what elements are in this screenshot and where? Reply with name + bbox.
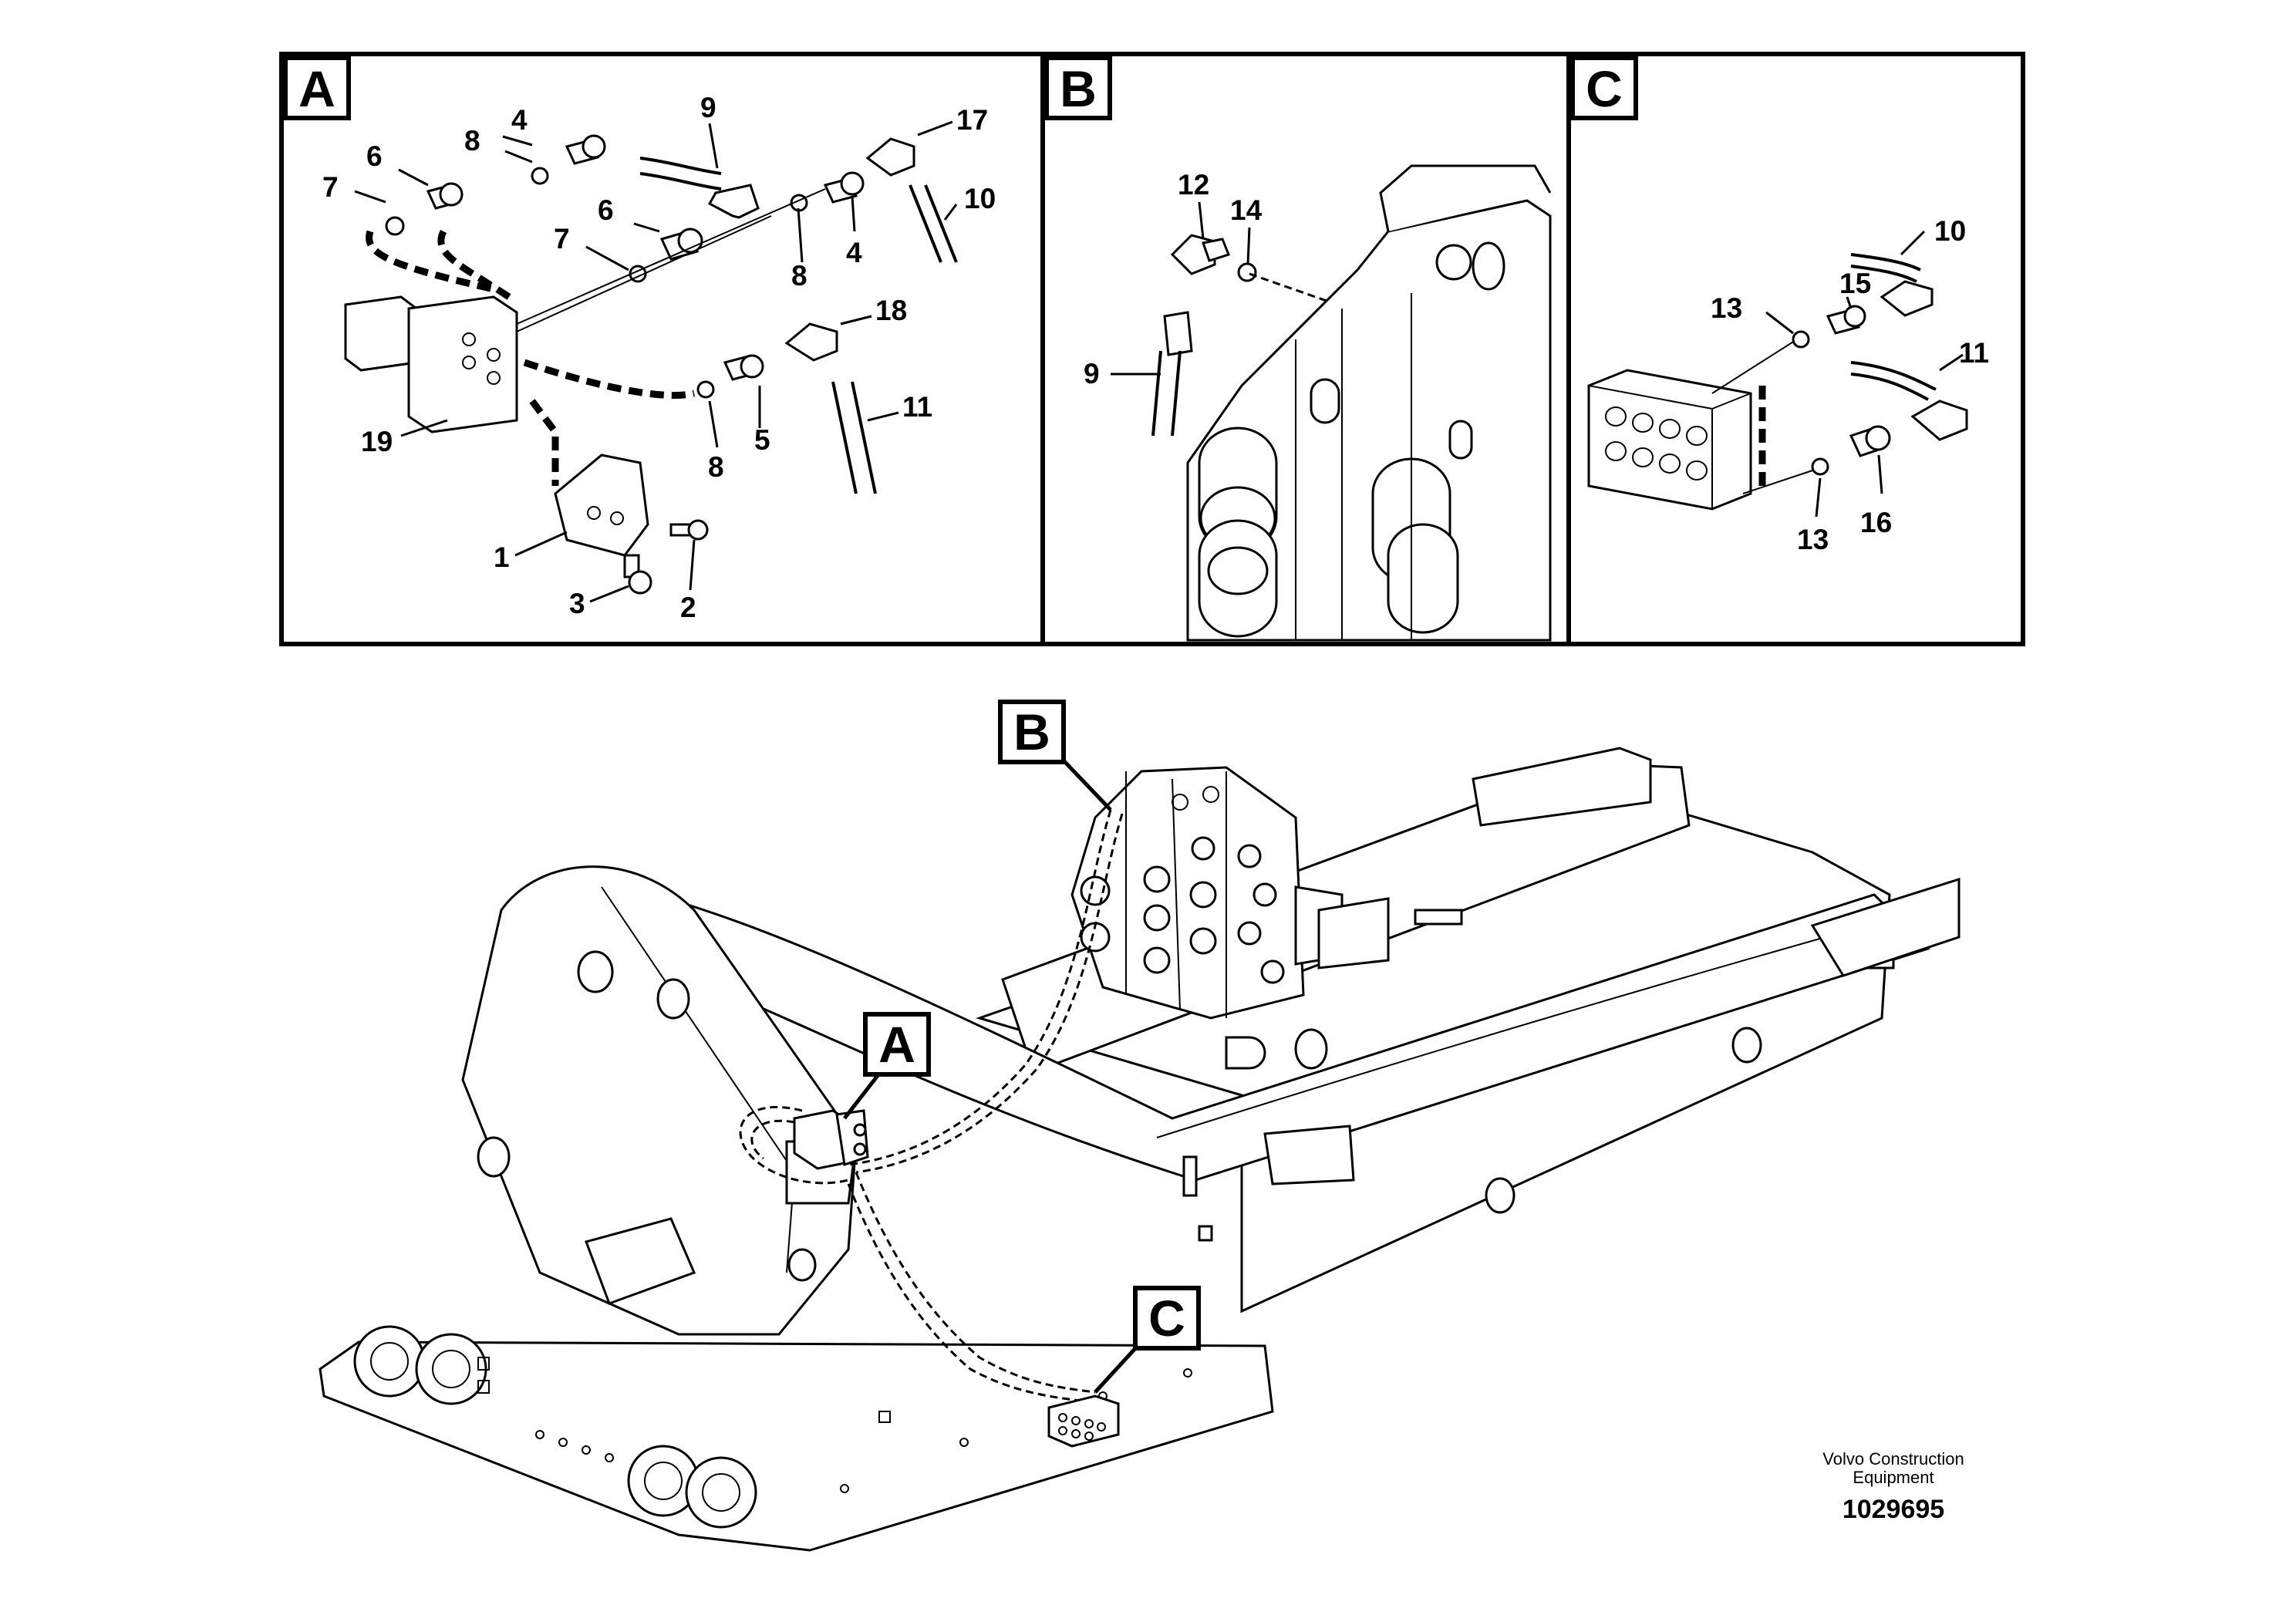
- callout-15: 15: [1839, 268, 1871, 299]
- panel-a-artwork: [344, 120, 958, 603]
- callout-10c: 10: [1934, 215, 1966, 247]
- callout-8c: 8: [708, 451, 724, 483]
- callout-1: 1: [494, 541, 510, 573]
- callout-3: 3: [569, 588, 585, 619]
- overview-tag-c: C: [1094, 1286, 1201, 1394]
- callout-8: 8: [464, 125, 480, 157]
- overview-tag-b: B: [998, 700, 1112, 811]
- solenoid-valve-overview: [793, 1109, 869, 1170]
- panel-c-tag: C: [1570, 56, 1638, 120]
- callout-2: 2: [680, 592, 696, 623]
- callout-7: 7: [322, 171, 339, 203]
- svg-text:A: A: [298, 60, 335, 117]
- panel-b-artwork: [1111, 164, 1552, 642]
- brand-line-2: Equipment: [1853, 1468, 1934, 1487]
- callout-4b: 4: [846, 237, 862, 268]
- detail-panels-frame: [279, 52, 2025, 646]
- svg-text:A: A: [878, 1016, 915, 1073]
- control-valve: [1070, 766, 1390, 1020]
- panel-b-callouts: 12 14 9: [1084, 169, 1263, 389]
- callout-6b: 6: [598, 194, 614, 226]
- panel-c-artwork: [1587, 230, 1968, 518]
- callout-14: 14: [1230, 194, 1263, 226]
- hose-routing: [739, 809, 1124, 1404]
- callout-19: 19: [361, 426, 393, 457]
- overview-tag-a: A: [843, 1012, 931, 1120]
- panel-a-tag: A: [283, 56, 351, 120]
- document-number: 1029695: [1842, 1495, 1945, 1524]
- callout-5: 5: [754, 424, 770, 456]
- callout-12: 12: [1178, 169, 1209, 201]
- callout-18: 18: [875, 295, 907, 326]
- brand-line-1: Volvo Construction: [1822, 1449, 1964, 1469]
- callout-6: 6: [366, 140, 383, 172]
- callout-17: 17: [956, 104, 988, 136]
- brand-block: Volvo Construction Equipment 1029695: [1805, 1450, 1982, 1525]
- svg-text:B: B: [1013, 703, 1050, 760]
- callout-9: 9: [700, 92, 716, 123]
- svg-text:C: C: [1586, 60, 1623, 117]
- svg-text:C: C: [1148, 1290, 1185, 1347]
- panel-c-callouts: 10 15 13 11 13 16: [1711, 215, 1989, 555]
- callout-16: 16: [1860, 507, 1892, 538]
- callout-7b: 7: [554, 223, 570, 255]
- svg-text:B: B: [1060, 60, 1097, 117]
- callout-11c: 11: [1959, 337, 1989, 369]
- callout-9b: 9: [1084, 358, 1100, 389]
- callout-11: 11: [902, 391, 932, 423]
- distribution-block-overview: [1047, 1394, 1120, 1448]
- callout-8b: 8: [791, 260, 807, 292]
- panel-a-callouts: 4 8 6 7 9 17 6 7 4 8 10 18 5 8 11 19 1 3…: [322, 92, 996, 623]
- callout-13: 13: [1711, 292, 1742, 324]
- panel-b-tag: B: [1044, 56, 1112, 120]
- callout-10: 10: [964, 183, 996, 214]
- callout-4: 4: [511, 104, 528, 136]
- callout-13b: 13: [1797, 524, 1829, 555]
- fittings-a: [385, 134, 915, 399]
